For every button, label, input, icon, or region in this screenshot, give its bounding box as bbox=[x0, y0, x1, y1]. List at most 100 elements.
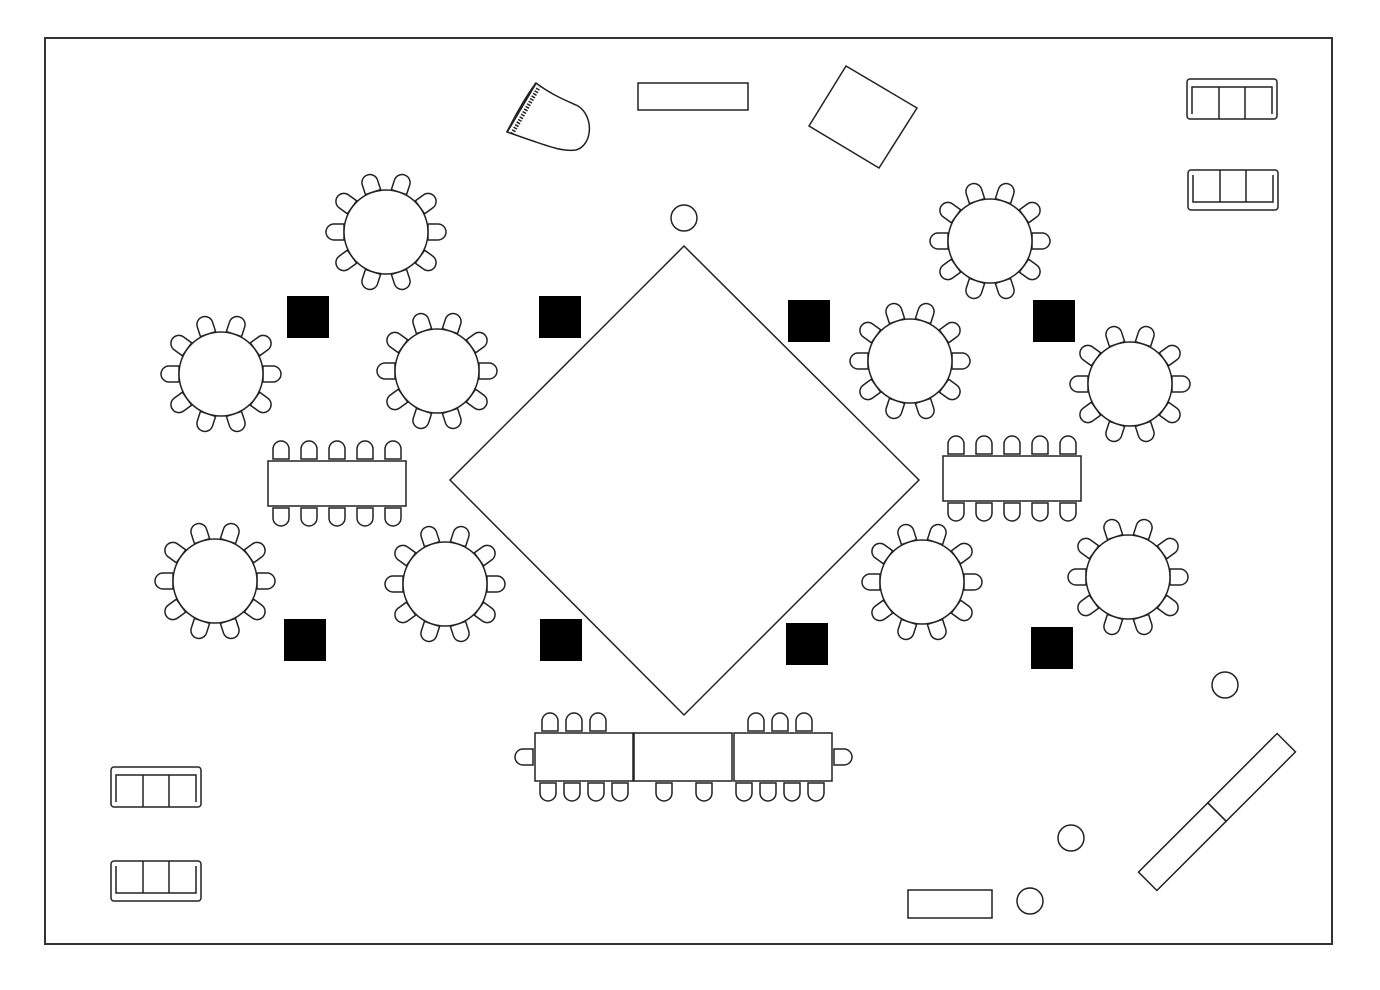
round-table bbox=[155, 521, 275, 640]
column bbox=[284, 619, 326, 661]
chair bbox=[796, 713, 812, 731]
chair bbox=[834, 749, 852, 765]
chair bbox=[1102, 517, 1123, 539]
chair bbox=[930, 233, 948, 249]
grand-piano bbox=[507, 83, 589, 150]
chair bbox=[542, 713, 558, 731]
chair bbox=[948, 436, 964, 454]
chair bbox=[161, 366, 179, 382]
chair bbox=[939, 319, 963, 343]
chair bbox=[915, 398, 936, 420]
chair bbox=[360, 172, 381, 194]
chair bbox=[590, 713, 606, 731]
chair bbox=[995, 278, 1016, 300]
round-table bbox=[930, 181, 1050, 300]
chair bbox=[273, 508, 289, 526]
chair bbox=[391, 269, 412, 291]
chair bbox=[244, 539, 268, 563]
chair bbox=[326, 224, 344, 240]
small-round-table bbox=[1212, 672, 1238, 698]
chair bbox=[1077, 342, 1101, 366]
chair bbox=[450, 621, 471, 643]
chair bbox=[952, 353, 970, 369]
round-table bbox=[161, 314, 281, 433]
chair bbox=[1060, 436, 1076, 454]
chair bbox=[869, 600, 893, 624]
bar-counter bbox=[1139, 734, 1296, 891]
chair bbox=[948, 503, 964, 521]
chair bbox=[419, 621, 440, 643]
chair bbox=[263, 366, 281, 382]
chair bbox=[896, 619, 917, 641]
chair bbox=[1172, 376, 1190, 392]
chair bbox=[385, 576, 403, 592]
head-table-section bbox=[535, 733, 633, 781]
column bbox=[539, 296, 581, 338]
chair bbox=[257, 573, 275, 589]
chair bbox=[1133, 517, 1154, 539]
round-table bbox=[1070, 324, 1190, 443]
round-table bbox=[377, 311, 497, 430]
chair bbox=[964, 278, 985, 300]
chair bbox=[566, 713, 582, 731]
chair bbox=[808, 783, 824, 801]
chair bbox=[250, 332, 274, 356]
chair bbox=[540, 783, 556, 801]
chair bbox=[385, 508, 401, 526]
chair bbox=[760, 783, 776, 801]
chair bbox=[385, 441, 401, 459]
chair bbox=[377, 363, 395, 379]
chair bbox=[1104, 421, 1125, 443]
chair bbox=[360, 269, 381, 291]
side-table-top bbox=[638, 83, 748, 110]
chair bbox=[1075, 535, 1099, 559]
chair bbox=[1104, 324, 1125, 346]
chair bbox=[995, 181, 1016, 203]
chair bbox=[226, 314, 247, 336]
column bbox=[1031, 627, 1073, 669]
structural-columns bbox=[284, 296, 1075, 669]
chair bbox=[162, 539, 186, 563]
sofa-bottom-left-2 bbox=[110, 860, 202, 902]
chair bbox=[857, 379, 881, 403]
chair bbox=[884, 301, 905, 323]
chair bbox=[162, 599, 186, 623]
chair bbox=[301, 441, 317, 459]
chair bbox=[1135, 421, 1156, 443]
chair bbox=[1019, 259, 1043, 283]
round-table bbox=[1068, 517, 1188, 636]
chair bbox=[937, 259, 961, 283]
chair bbox=[1075, 595, 1099, 619]
chair bbox=[976, 436, 992, 454]
chair bbox=[474, 542, 498, 566]
chair bbox=[391, 172, 412, 194]
small-round-table bbox=[671, 205, 697, 231]
chair bbox=[588, 783, 604, 801]
chair bbox=[195, 411, 216, 433]
chair bbox=[515, 749, 533, 765]
chair bbox=[487, 576, 505, 592]
head-table-section bbox=[634, 733, 732, 781]
chair bbox=[784, 783, 800, 801]
chair bbox=[862, 574, 880, 590]
chair bbox=[333, 250, 357, 274]
chair bbox=[736, 783, 752, 801]
chair bbox=[357, 508, 373, 526]
round-table bbox=[850, 301, 970, 420]
chair bbox=[466, 389, 490, 413]
square-platform bbox=[809, 66, 917, 168]
chair bbox=[442, 311, 463, 333]
chair bbox=[273, 441, 289, 459]
chair bbox=[450, 524, 471, 546]
chair bbox=[333, 190, 357, 214]
chair bbox=[250, 392, 274, 416]
chair bbox=[951, 600, 975, 624]
chair bbox=[915, 301, 936, 323]
chair bbox=[474, 602, 498, 626]
sofa-top-right-2 bbox=[1187, 169, 1279, 211]
column bbox=[788, 300, 830, 342]
chair bbox=[301, 508, 317, 526]
chair bbox=[415, 250, 439, 274]
chair bbox=[1032, 233, 1050, 249]
